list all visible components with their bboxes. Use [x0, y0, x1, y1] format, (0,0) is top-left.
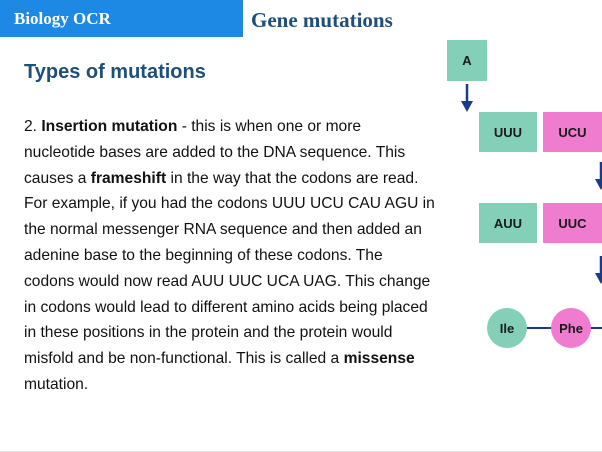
down-arrow-icon [595, 256, 602, 284]
paragraph-text-1: - this is when one or more nucleotide ba… [24, 118, 406, 187]
paragraph-text-3: mutation. [24, 375, 89, 393]
mutated-codon-box: AUU [479, 203, 537, 243]
term-insertion-mutation: Insertion mutation [41, 118, 178, 135]
page-title: Gene mutations [251, 8, 393, 32]
inserted-base-box: A [447, 40, 487, 81]
down-arrow-icon [595, 162, 602, 190]
down-arrow-icon [461, 84, 473, 112]
original-codon-box: UUU [479, 112, 537, 152]
original-codon-box: UCU [543, 112, 602, 152]
amino-acid-circle: Ile [487, 308, 527, 348]
peptide-bond-line [590, 327, 602, 329]
section-heading: Types of mutations [24, 61, 206, 83]
body-paragraph: 2. Insertion mutation - this is when one… [24, 114, 436, 398]
term-frameshift: frameshift [90, 169, 167, 187]
paragraph-number: 2. [24, 118, 42, 135]
subject-banner: Biology OCR [0, 0, 243, 37]
mutated-codon-box: UUC [543, 203, 602, 243]
amino-acid-circle: Phe [551, 308, 591, 348]
paragraph-text-2: in the way that the codons are read. For… [24, 169, 435, 368]
term-missense: missense [343, 350, 415, 368]
peptide-bond-line [525, 327, 553, 329]
